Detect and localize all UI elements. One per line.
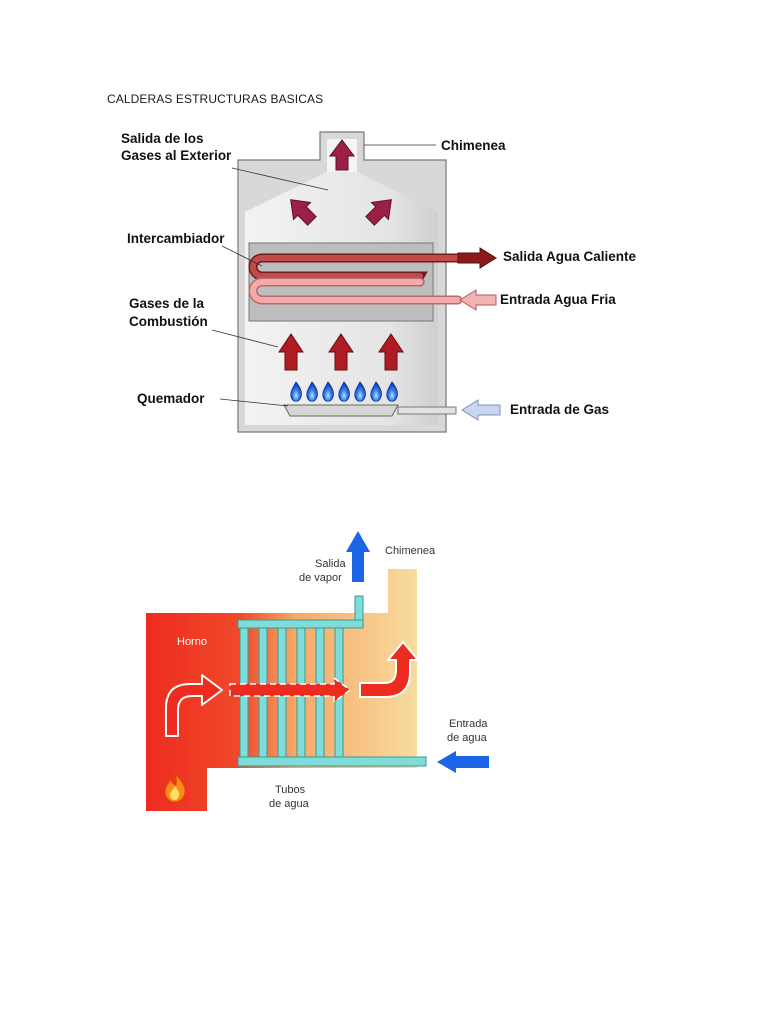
upper-header: [237, 619, 364, 629]
leader-line: [211, 329, 279, 348]
flame-icon: [306, 381, 318, 402]
hot-gas-flow-arrow: [229, 676, 352, 704]
cold-water-inlet-arrow: [459, 289, 497, 311]
hot-gas-curved-arrow: [165, 674, 223, 737]
exhaust-curved-arrow: [359, 641, 419, 698]
boiler-diagram: Salida de los Gases al Exterior Chimenea…: [121, 131, 637, 433]
hot-water-outlet-arrow: [457, 247, 497, 269]
burner-plate: [283, 404, 399, 417]
combustion-gas-arrow-3: [378, 333, 404, 371]
flame-icon: [370, 381, 382, 402]
gas-pipe: [397, 406, 457, 415]
label-entrada-agua-fria: Entrada Agua Fria: [500, 292, 616, 307]
fire-icon: [164, 773, 186, 803]
water-inlet-arrow: [437, 751, 489, 773]
exhaust-arrow-left: [290, 199, 317, 226]
exhaust-arrow-right: [365, 199, 392, 226]
exhaust-arrow-up: [329, 139, 355, 171]
burner-flames: [290, 381, 398, 402]
label-salida: Salida: [315, 558, 346, 570]
flame-icon: [290, 381, 302, 402]
steam-up-arrow: [346, 531, 370, 582]
label-entrada-gas: Entrada de Gas: [510, 402, 609, 417]
label-quemador: Quemador: [137, 391, 205, 406]
label-de-vapor: de vapor: [299, 572, 342, 584]
flame-icon: [354, 381, 366, 402]
label-chimenea: Chimenea: [441, 138, 506, 153]
water-tube-boiler-diagram: Salida de vapor Chimenea Horno Entrada d…: [146, 531, 489, 811]
label-gases-combustion-1: Gases de la: [129, 296, 205, 311]
label-salida-gases-2: Gases al Exterior: [121, 148, 232, 163]
label-intercambiador: Intercambiador: [127, 231, 225, 246]
combustion-gas-arrow-1: [278, 333, 304, 371]
flame-icon: [322, 381, 334, 402]
label-de-agua-tubos: de agua: [269, 798, 310, 810]
label-entrada: Entrada: [449, 718, 488, 730]
label-salida-agua-caliente: Salida Agua Caliente: [503, 249, 637, 264]
flame-icon: [338, 381, 350, 402]
document-title: CALDERAS ESTRUCTURAS BASICAS: [107, 92, 324, 106]
lower-header: [237, 756, 427, 767]
leader-line: [221, 245, 263, 267]
leader-line: [231, 167, 329, 191]
leader-line: [219, 398, 289, 407]
combustion-gas-arrow-2: [328, 333, 354, 371]
label-de-agua: de agua: [447, 732, 488, 744]
label-gases-combustion-2: Combustión: [129, 314, 208, 329]
label-horno: Horno: [177, 636, 207, 648]
label-salida-gases-1: Salida de los: [121, 131, 204, 146]
label-tubos: Tubos: [275, 784, 306, 796]
label-chimenea-2: Chimenea: [385, 545, 436, 557]
flame-icon: [386, 381, 398, 402]
gas-inlet-arrow: [461, 399, 501, 421]
